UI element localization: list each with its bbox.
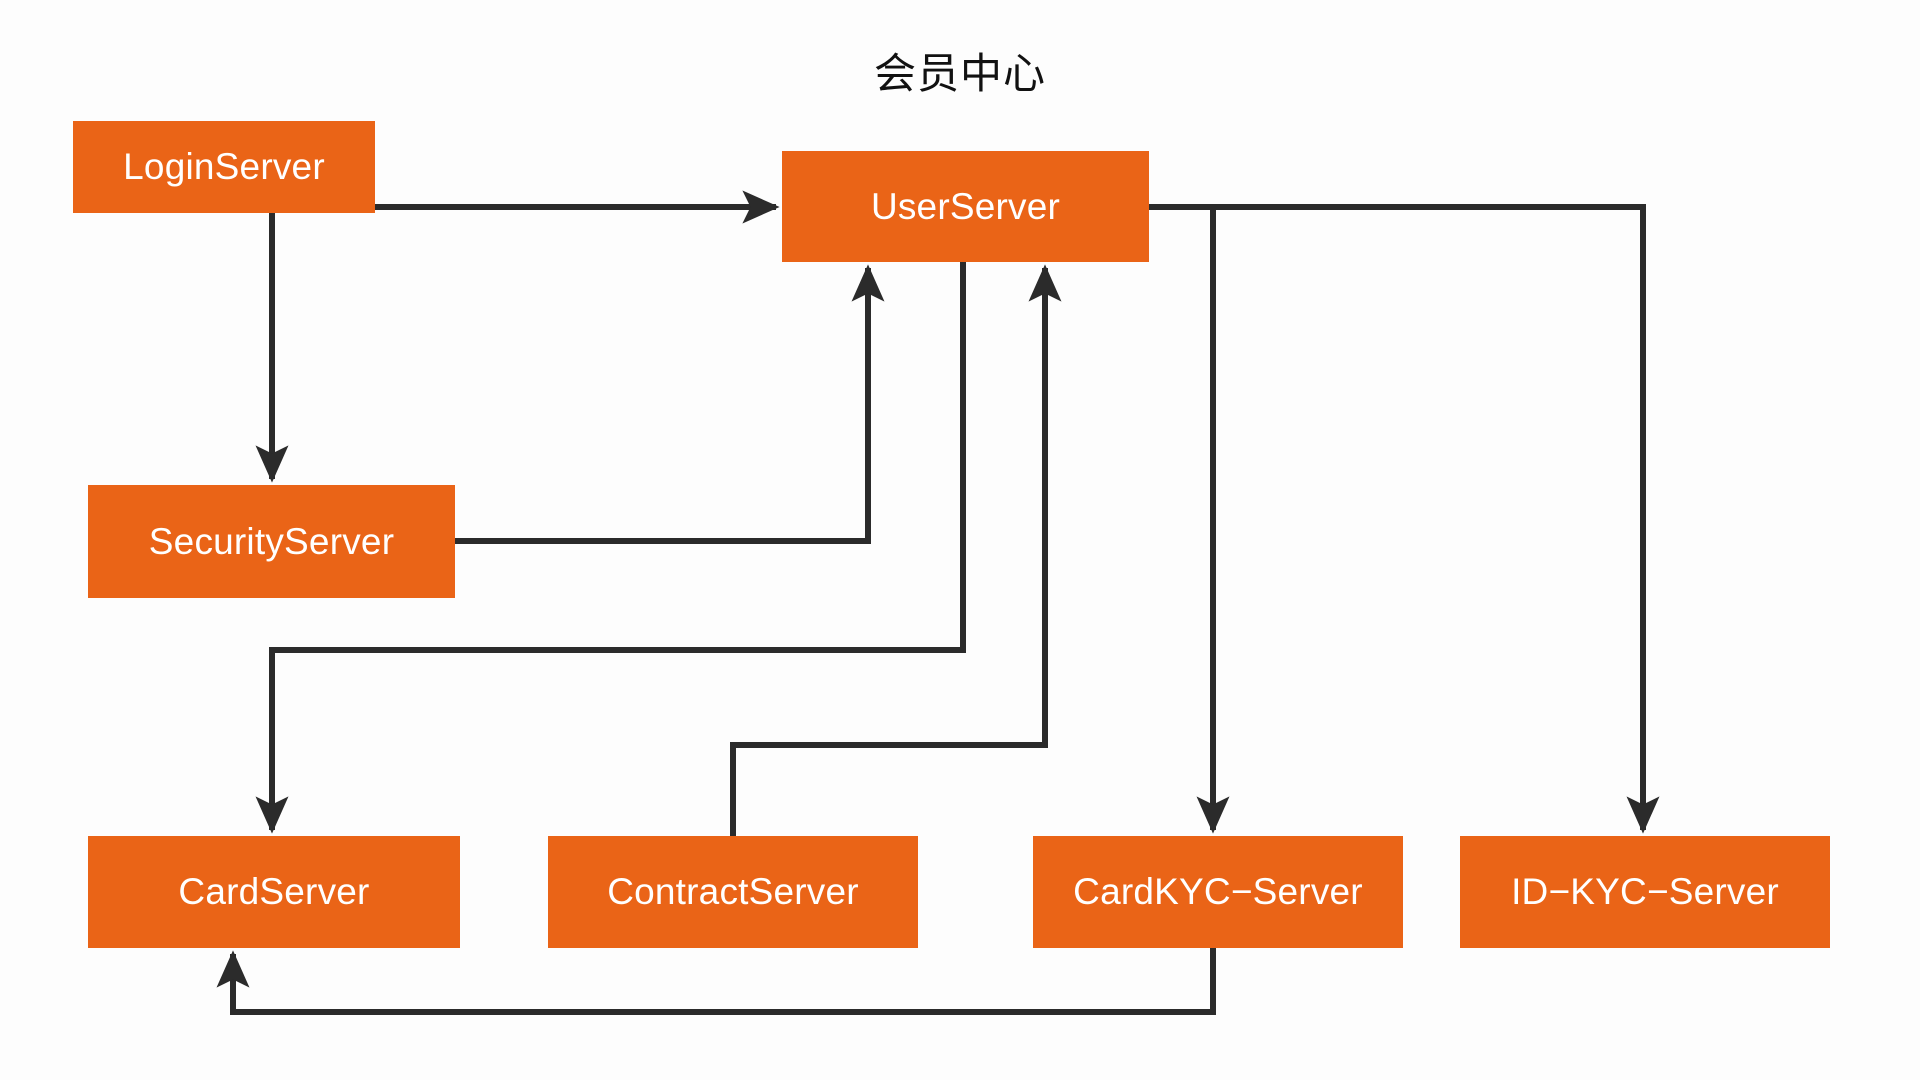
node-label: ID−KYC−Server [1511, 871, 1779, 912]
node-label: LoginServer [123, 146, 325, 187]
node-user-server[interactable]: UserServer [782, 151, 1149, 262]
node-label: CardServer [178, 871, 370, 912]
edge-cardkyc-to-card [216, 948, 1216, 1015]
node-login-server[interactable]: LoginServer [73, 121, 375, 213]
node-label: UserServer [870, 185, 1061, 227]
node-label: CardKYC−Server [1073, 871, 1363, 912]
page-title: 会员中心 [873, 49, 1046, 98]
node-cardkyc-server[interactable]: CardKYC−Server [1033, 836, 1403, 948]
node-label: SecurityServer [148, 520, 395, 562]
node-label: ContractServer [607, 871, 859, 912]
edge-user-to-idkyc [1149, 204, 1660, 834]
node-idkyc-server[interactable]: ID−KYC−Server [1460, 836, 1830, 948]
edge-security-to-user [455, 264, 885, 544]
node-security-server[interactable]: SecurityServer [88, 485, 455, 598]
edge-user-to-cardkyc [1149, 204, 1230, 834]
node-card-server[interactable]: CardServer [88, 836, 460, 948]
edge-contract-to-user [730, 264, 1062, 836]
node-contract-server[interactable]: ContractServer [548, 836, 918, 948]
